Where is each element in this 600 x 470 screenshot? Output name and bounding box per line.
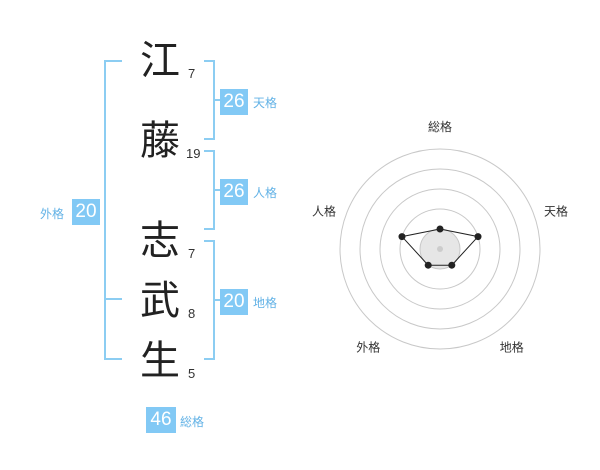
- stroke-count-3: 7: [188, 246, 196, 261]
- radar-point-2: [474, 233, 482, 241]
- name-char-4: 武: [140, 278, 180, 324]
- name-char-2: 藤: [140, 118, 180, 164]
- radar-axis-label-1: 総格: [428, 119, 452, 134]
- stroke-count-2: 19: [186, 146, 201, 161]
- radar-point-1: [436, 225, 444, 233]
- radar-axis-label-2: 天格: [544, 203, 568, 218]
- radar-axis-label-4: 外格: [356, 340, 380, 355]
- gaikaku-value: 20: [72, 199, 100, 225]
- radar-axis-label-5: 人格: [312, 203, 336, 218]
- gaikaku-split-tick: [104, 298, 122, 300]
- chikaku-value: 20: [220, 289, 248, 315]
- tenkaku-label: 天格: [253, 96, 278, 110]
- jinkaku-value: 26: [220, 179, 248, 205]
- jinkaku-connector: [214, 189, 220, 191]
- radar-ring-4: [359, 168, 521, 330]
- radar-point-3: [448, 261, 456, 269]
- chikaku-connector: [214, 299, 220, 301]
- name-char-3: 志: [140, 218, 180, 264]
- radar-ring-5: [339, 148, 541, 350]
- soukaku-label: 総格: [180, 415, 205, 429]
- jinkaku-label: 人格: [253, 186, 278, 200]
- name-char-5: 生: [140, 338, 180, 384]
- radar-axis-label-3: 地格: [500, 340, 524, 355]
- stroke-count-5: 5: [188, 366, 196, 381]
- radar-center-dot: [437, 246, 443, 252]
- name-char-1: 江: [140, 38, 180, 84]
- stroke-count-4: 8: [188, 306, 196, 321]
- chikaku-label: 地格: [253, 296, 278, 310]
- radar-point-5: [398, 233, 406, 241]
- radar-ring-2: [399, 208, 481, 290]
- radar-ring-3: [379, 188, 501, 310]
- soukaku-value: 46: [146, 407, 176, 433]
- tenkaku-connector: [214, 99, 220, 101]
- radar-polygon: [401, 228, 479, 266]
- tenkaku-value: 26: [220, 89, 248, 115]
- gaikaku-label: 外格: [40, 207, 65, 221]
- stroke-count-1: 7: [188, 66, 196, 81]
- radar-point-4: [424, 261, 432, 269]
- gaikaku-bracket-line: [104, 60, 106, 360]
